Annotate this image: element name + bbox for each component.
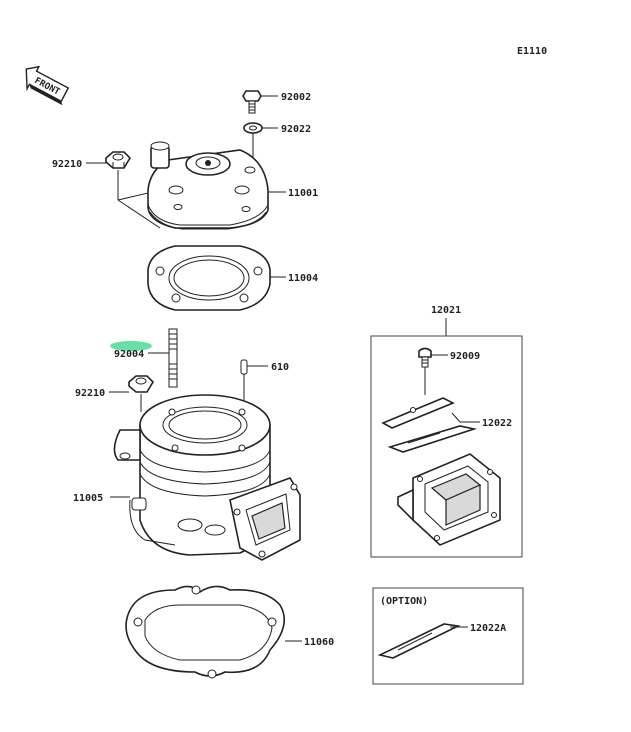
label-12022A: 12022A — [470, 623, 506, 634]
washer-92022-icon[interactable] — [243, 122, 263, 134]
label-11004: 11004 — [288, 273, 318, 284]
reed-block-icon[interactable] — [397, 453, 501, 546]
nut-92210-middle-icon[interactable] — [128, 375, 155, 393]
head-gasket-11004-icon[interactable] — [147, 245, 271, 311]
label-12021: 12021 — [431, 305, 461, 316]
reed-valve-assembly-box — [370, 335, 523, 558]
label-12022: 12022 — [482, 418, 512, 429]
label-92210-middle: 92210 — [75, 388, 105, 399]
nut-92210-top-icon[interactable] — [105, 151, 132, 169]
label-11060: 11060 — [304, 637, 334, 648]
label-92004: 92004 — [114, 349, 144, 360]
diagram-code: E1110 — [517, 46, 547, 57]
label-92210-top: 92210 — [52, 159, 82, 170]
label-92022: 92022 — [281, 124, 311, 135]
label-11005: 11005 — [73, 493, 103, 504]
option-box — [372, 587, 524, 685]
label-92004-highlight — [110, 341, 152, 351]
stud-92004-icon[interactable] — [168, 328, 178, 388]
front-arrow-icon: FRONT — [25, 65, 70, 106]
base-gasket-11060-icon[interactable] — [125, 585, 286, 679]
screw-92009-icon[interactable] — [418, 347, 432, 368]
cylinder-11005-icon[interactable] — [113, 394, 301, 561]
bolt-92002-icon[interactable] — [242, 90, 262, 114]
label-92009: 92009 — [450, 351, 480, 362]
label-610: 610 — [271, 362, 289, 373]
reed-stopper-icon[interactable] — [381, 397, 455, 429]
label-92002: 92002 — [281, 92, 311, 103]
label-11001: 11001 — [288, 188, 318, 199]
reed-petal-12022A-icon[interactable] — [377, 623, 461, 659]
option-label: (OPTION) — [380, 596, 428, 607]
pin-610-icon[interactable] — [240, 359, 248, 375]
cylinder-head-11001-icon[interactable] — [147, 141, 269, 230]
reed-petal-12022-icon[interactable] — [387, 425, 478, 453]
